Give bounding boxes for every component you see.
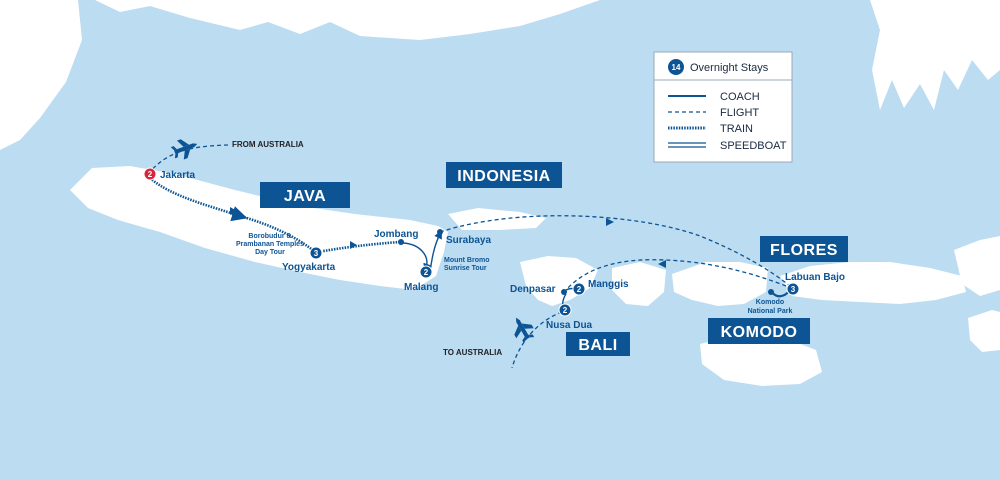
- region-flores-text: FLORES: [770, 242, 838, 259]
- region-bali-text: BALI: [578, 337, 617, 354]
- sumba-land: [700, 334, 822, 386]
- label-to-australia: TO AUSTRALIA: [443, 348, 502, 357]
- region-indonesia: INDONESIA: [446, 162, 562, 188]
- note-borobudur-2: Prambanan Temples: [236, 241, 304, 248]
- badge-nusadua-text: 2: [563, 306, 568, 315]
- legend-overnight-count: 14: [672, 63, 681, 72]
- note-bromo-1: Mount Bromo: [444, 257, 490, 264]
- label-komodo-np-1: Komodo: [756, 299, 784, 306]
- badge-labuanbajo-text: 3: [791, 285, 796, 294]
- flight-surabaya-labuanbajo: [439, 215, 791, 287]
- note-borobudur-3: Day Tour: [255, 249, 285, 256]
- note-bromo-2: Sunrise Tour: [444, 265, 487, 272]
- legend-speedboat-label: SPEEDBOAT: [720, 140, 787, 152]
- legend-overnight-label: Overnight Stays: [690, 62, 769, 74]
- label-denpasar: Denpasar: [510, 284, 556, 295]
- label-jakarta: Jakarta: [160, 170, 195, 181]
- label-from-australia: FROM AUSTRALIA: [232, 140, 304, 149]
- arrow-train-2: [350, 241, 357, 249]
- sumbawa-land: [672, 262, 768, 306]
- label-jombang: Jombang: [374, 229, 418, 240]
- badge-malang: 2: [419, 265, 433, 279]
- label-yogyakarta: Yogyakarta: [282, 262, 336, 273]
- borneo-land: [95, 0, 600, 40]
- label-labuanbajo: Labuan Bajo: [785, 272, 845, 283]
- sulawesi-land: [870, 0, 1000, 110]
- region-komodo: KOMODO: [708, 318, 810, 344]
- badge-nusadua: 2: [558, 303, 572, 317]
- airplane-icon: [514, 317, 535, 344]
- badge-yogyakarta-text: 3: [314, 249, 319, 258]
- city-markers: [398, 229, 774, 295]
- far-east-land: [968, 310, 1000, 352]
- city-dot-jombang: [398, 239, 404, 245]
- badge-malang-text: 2: [424, 268, 429, 277]
- airplane-icon: [170, 139, 198, 160]
- east-islands-land: [954, 236, 1000, 296]
- train-jakarta-yogyakarta: [149, 177, 316, 253]
- sumatra-land: [0, 0, 82, 150]
- lombok-land: [612, 262, 666, 306]
- coach-jombang-malang: [402, 242, 432, 272]
- legend-coach-label: COACH: [720, 91, 760, 103]
- label-malang: Malang: [404, 282, 438, 293]
- city-dot-komodo: [768, 289, 774, 295]
- note-borobudur-1: Borobudur &: [248, 233, 291, 240]
- flight-to-australia: [511, 311, 563, 369]
- arrow-west-1: [658, 260, 666, 268]
- landmasses: [0, 0, 1000, 386]
- badge-manggis-text: 2: [577, 285, 582, 294]
- legend-overnight-badge: [668, 59, 684, 75]
- legend-flight-label: FLIGHT: [720, 107, 759, 119]
- badge-jakarta: 2: [143, 167, 157, 181]
- legend-train-label: TRAIN: [720, 123, 753, 135]
- label-nusadua: Nusa Dua: [546, 320, 593, 331]
- route-arrows: [230, 207, 666, 268]
- region-komodo-text: KOMODO: [721, 324, 798, 341]
- arrow-east-1: [606, 218, 614, 226]
- region-flores: FLORES: [760, 236, 848, 262]
- arrow-train-1: [230, 207, 237, 215]
- flight-labuanbajo-denpasar: [565, 259, 787, 291]
- region-indonesia-text: INDONESIA: [457, 168, 550, 185]
- java-land: [70, 166, 448, 290]
- badge-manggis: 2: [572, 282, 586, 296]
- region-java-text: JAVA: [284, 188, 326, 205]
- label-manggis: Manggis: [588, 279, 629, 290]
- flores-land: [780, 262, 966, 304]
- city-dot-denpasar: [561, 289, 567, 295]
- label-surabaya: Surabaya: [446, 235, 491, 246]
- legend: 14 Overnight Stays COACH FLIGHT TRAIN SP…: [653, 51, 793, 163]
- label-komodo-np-2: National Park: [748, 308, 793, 315]
- badge-yogyakarta: 3: [309, 246, 323, 260]
- region-bali: BALI: [566, 332, 630, 356]
- badge-labuanbajo: 3: [786, 282, 800, 296]
- city-dot-surabaya: [437, 229, 443, 235]
- train-yogyakarta-jombang: [317, 240, 401, 254]
- badge-jakarta-text: 2: [148, 170, 153, 179]
- region-java: JAVA: [260, 182, 350, 208]
